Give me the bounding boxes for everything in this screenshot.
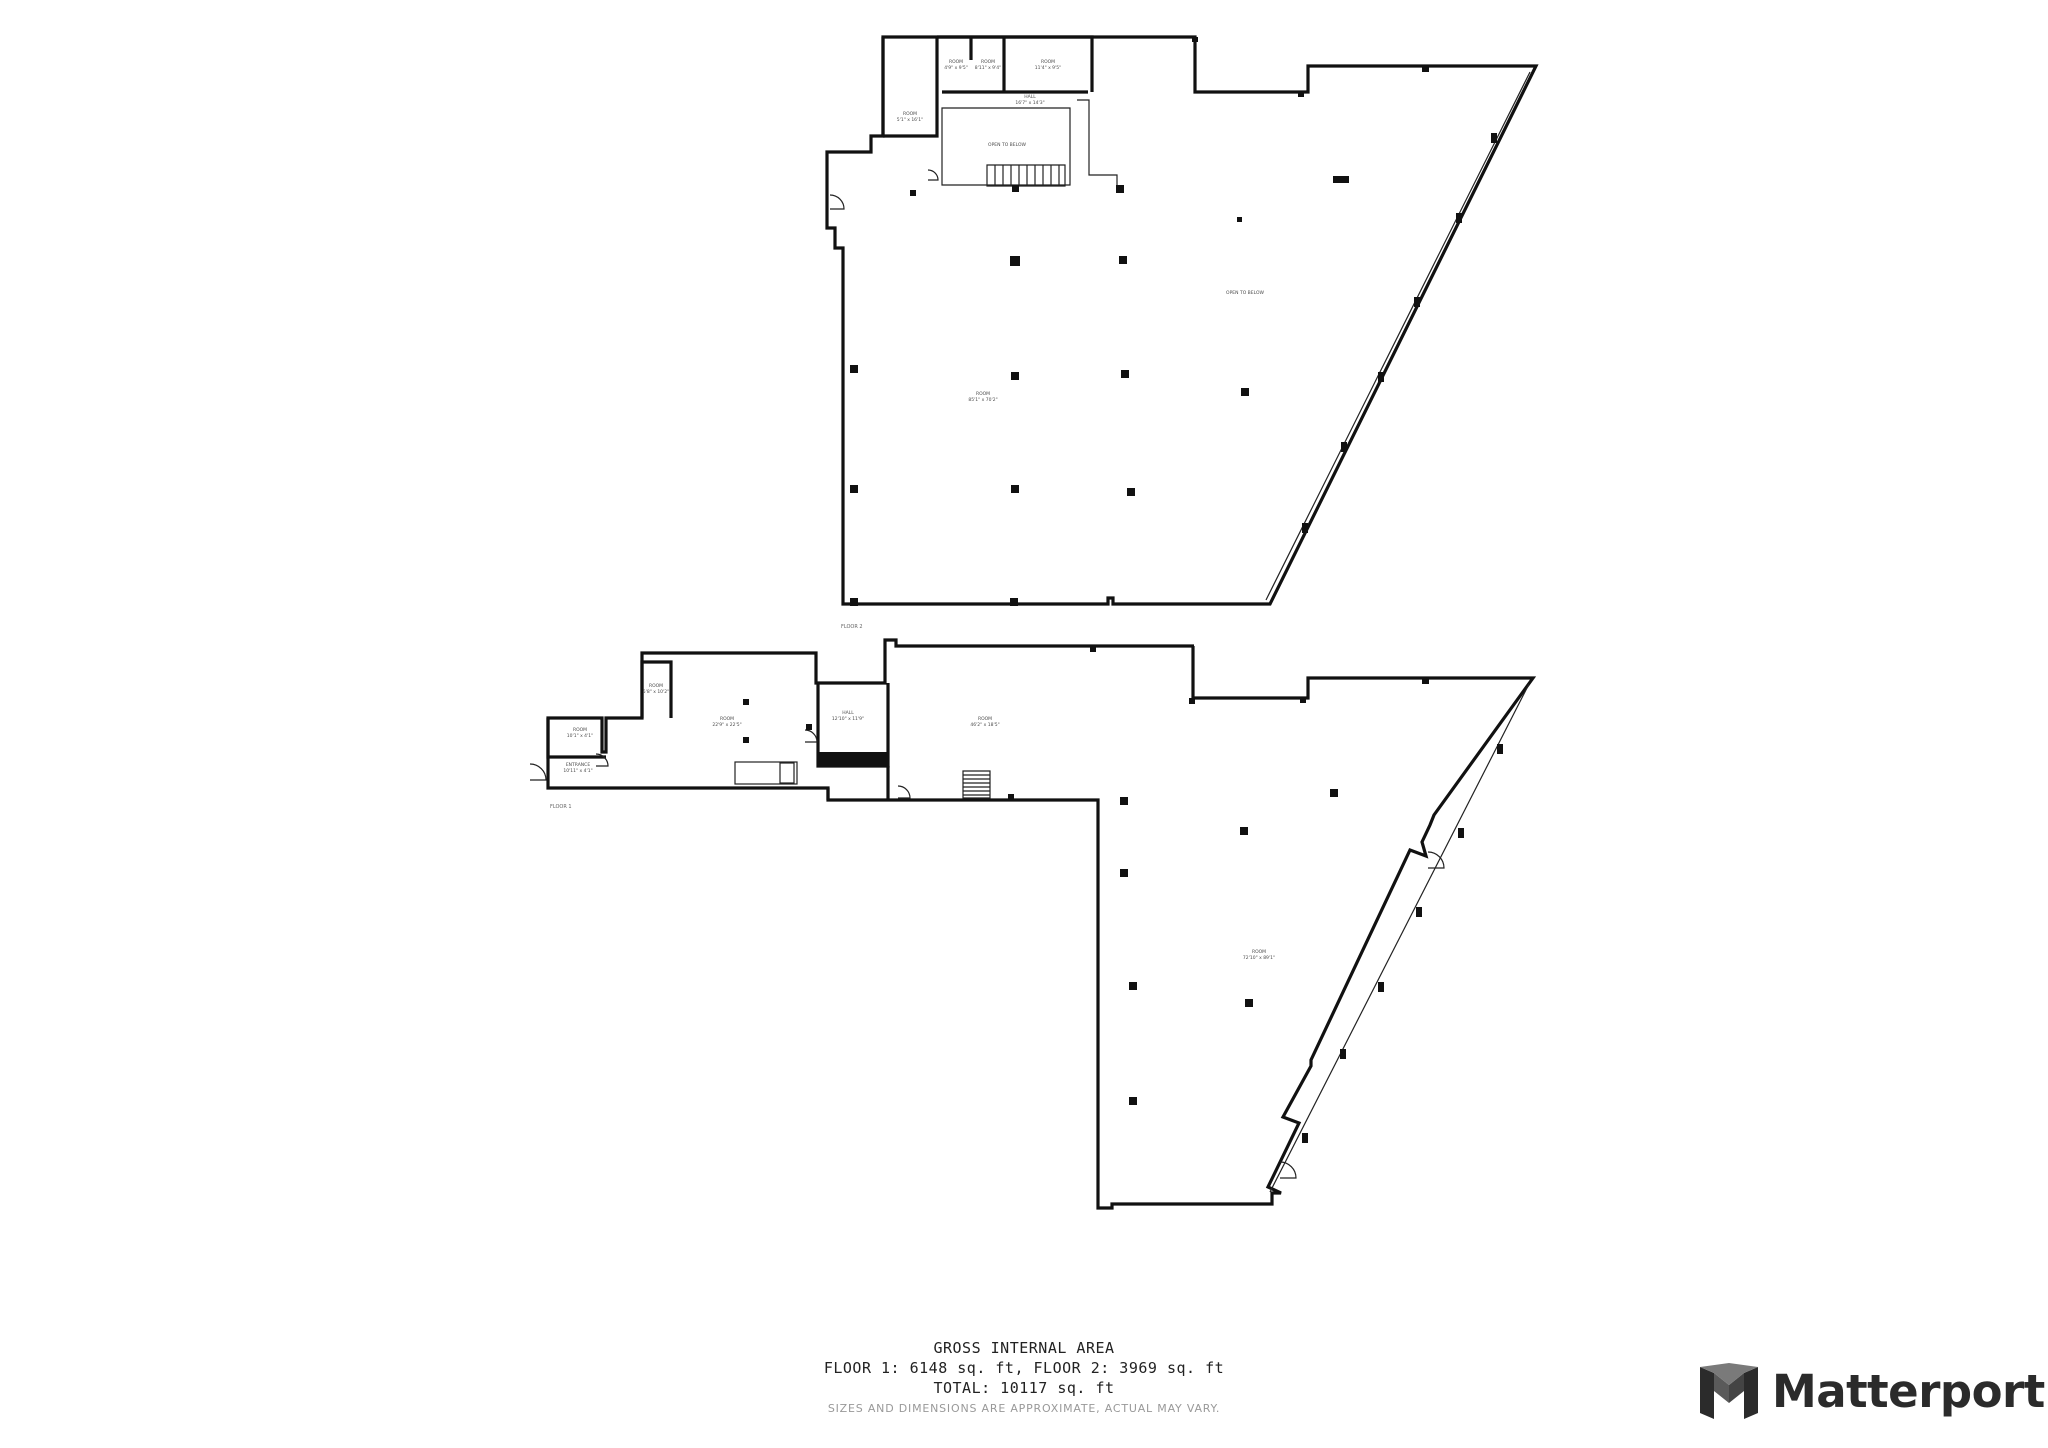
room-label: ROOM [981, 59, 995, 65]
floor-2-room-labels: ROOM 5'1" x 16'1" ROOM 4'9" x 9'5" ROOM … [897, 59, 1265, 403]
room-label: ENTRANCE [566, 762, 590, 768]
floor-1-door-swing [897, 785, 911, 799]
room-label: ROOM [976, 391, 990, 397]
floor-1-counter [734, 761, 798, 785]
room-dimensions: 16'7" x 14'3" [1015, 100, 1044, 106]
floor-1-room-e-wall [640, 660, 673, 718]
room-label: ROOM [1041, 59, 1055, 65]
brand-logo: Matterport [1700, 1362, 2045, 1420]
room-label: OPEN TO BELOW [988, 142, 1026, 148]
floor-1-appliance [779, 762, 795, 784]
floor-2-open-below-outline [941, 107, 1071, 186]
floor-1-door-swing [804, 729, 818, 743]
floor-2-open-below-rail [1077, 99, 1118, 186]
area-floors: FLOOR 1: 6148 sq. ft, FLOOR 2: 3969 sq. … [823, 1359, 1225, 1377]
room-label: ROOM [903, 111, 917, 117]
floor-1-stairs [962, 770, 991, 799]
floor-1-door-swing [529, 763, 547, 781]
area-summary: GROSS INTERNAL AREA FLOOR 1: 6148 sq. ft… [0, 1338, 2048, 1419]
floor-1-door-swing [1279, 1161, 1297, 1179]
room-dimensions: 12'10" x 11'9" [832, 716, 864, 722]
area-disclaimer: SIZES AND DIMENSIONS ARE APPROXIMATE, AC… [827, 1402, 1221, 1415]
floor-2-plan: ROOM 5'1" x 16'1" ROOM 4'9" x 9'5" ROOM … [825, 35, 1539, 630]
room-label: ROOM [978, 716, 992, 722]
floor-2-stairs [986, 164, 1066, 187]
floor-1-outer-wall [546, 638, 1537, 1210]
floor-1-plan: ROOM 5'8" x 10'2" ROOM 10'1" x 4'1" ENTR… [529, 638, 1537, 1210]
room-dimensions: 85'1" x 70'2" [968, 397, 997, 403]
area-title: GROSS INTERNAL AREA [933, 1339, 1115, 1357]
floor-2-caption: FLOOR 2 [841, 624, 863, 630]
floor-2-pillars [850, 37, 1497, 606]
floor-2-room-a-wall [881, 37, 939, 138]
room-dimensions: 10'1" x 4'1" [567, 733, 593, 739]
floor-2-small-rooms-wall [937, 35, 1094, 94]
room-dimensions: 46'2" x 18'5" [970, 722, 999, 728]
room-dimensions: 5'8" x 10'2" [643, 689, 669, 695]
room-dimensions: 10'11" x 4'1" [563, 768, 592, 774]
brand-name: Matterport [1772, 1364, 2045, 1418]
room-label: HALL [842, 710, 854, 716]
room-dimensions: 22'9" x 22'5" [712, 722, 741, 728]
room-dimensions: 5'1" x 16'1" [897, 117, 923, 123]
room-label: ROOM [1252, 949, 1266, 955]
room-label: ROOM [573, 727, 587, 733]
floor-1-lower-passage-wall [826, 766, 890, 800]
floor-1-wall-block [818, 752, 888, 766]
floor-2-door-swing [927, 169, 939, 181]
room-dimensions: 8'11" x 9'4" [975, 65, 1001, 71]
floor-2-outer-wall [825, 35, 1539, 606]
floor-1-door-swing [1427, 851, 1445, 869]
floor-2-door-swing [829, 194, 845, 210]
room-label: HALL [1024, 94, 1036, 100]
floor-1-caption: FLOOR 1 [550, 804, 572, 810]
floor-1-room-labels: ROOM 5'8" x 10'2" ROOM 10'1" x 4'1" ENTR… [563, 683, 1275, 961]
floor-1-door-swing [595, 753, 609, 767]
room-dimensions: 4'9" x 9'5" [944, 65, 968, 71]
floor-1-glass-facade [1269, 683, 1530, 1193]
floor-2-glass-facade [1265, 71, 1531, 601]
matterport-logo-icon [1700, 1363, 1758, 1419]
room-dimensions: 72'10" x 89'1" [1243, 955, 1275, 961]
room-label: ROOM [949, 59, 963, 65]
room-label: ROOM [720, 716, 734, 722]
room-dimensions: 11'4" x 9'5" [1035, 65, 1061, 71]
floor-1-room-f-wall [546, 718, 606, 759]
room-label: OPEN TO BELOW [1226, 290, 1264, 296]
area-total: TOTAL: 10117 sq. ft [933, 1379, 1115, 1397]
room-label: ROOM [649, 683, 663, 689]
floor-1-pillars [743, 646, 1503, 1143]
